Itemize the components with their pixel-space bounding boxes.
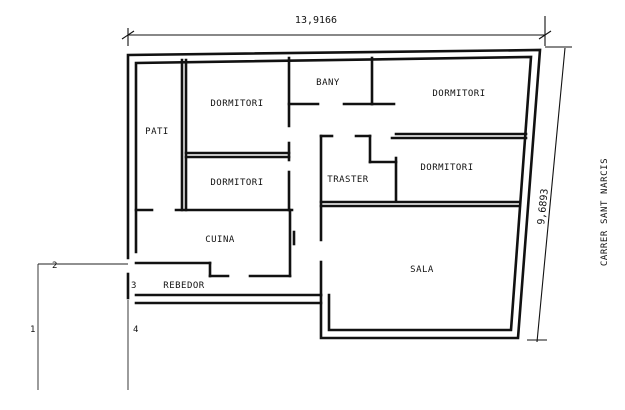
room-label-cuina: CUINA bbox=[205, 235, 235, 245]
width-dimension: 13,9166 bbox=[121, 15, 552, 46]
exterior-wall-outer bbox=[126, 48, 542, 340]
room-label-rebedor: REBEDOR bbox=[163, 281, 205, 291]
street-name: CARRER SANT NARCIS bbox=[600, 158, 610, 266]
marker-4: 4 bbox=[133, 325, 138, 335]
marker-1: 1 bbox=[30, 325, 35, 335]
depth-dimension-label: 9,6893 bbox=[536, 188, 551, 225]
width-dimension-label: 13,9166 bbox=[295, 15, 337, 26]
room-label-dormitori-right: DORMITORI bbox=[420, 163, 473, 173]
marker-3: 3 bbox=[131, 281, 136, 291]
depth-dimension: 9,6893 bbox=[527, 46, 572, 343]
room-labels: DORMITORI BANY DORMITORI PATI DORMITORI … bbox=[145, 78, 485, 291]
room-label-dormitori-top-left: DORMITORI bbox=[210, 99, 263, 109]
interior-walls bbox=[134, 56, 528, 297]
room-label-sala: SALA bbox=[410, 265, 434, 275]
section-markers: 2 3 1 4 bbox=[30, 261, 138, 390]
room-label-bany: BANY bbox=[316, 78, 340, 88]
width-dimension-slash-left bbox=[121, 30, 135, 40]
exterior-wall-inner bbox=[134, 55, 533, 332]
exterior-walls bbox=[126, 48, 542, 340]
room-label-dormitori-middle: DORMITORI bbox=[210, 178, 263, 188]
room-label-pati: PATI bbox=[145, 127, 169, 137]
room-label-traster: TRASTER bbox=[327, 175, 369, 185]
marker-2: 2 bbox=[52, 261, 57, 271]
width-dimension-slash-right bbox=[538, 30, 552, 40]
depth-dimension-line bbox=[536, 47, 566, 343]
room-label-dormitori-top-right: DORMITORI bbox=[432, 89, 485, 99]
